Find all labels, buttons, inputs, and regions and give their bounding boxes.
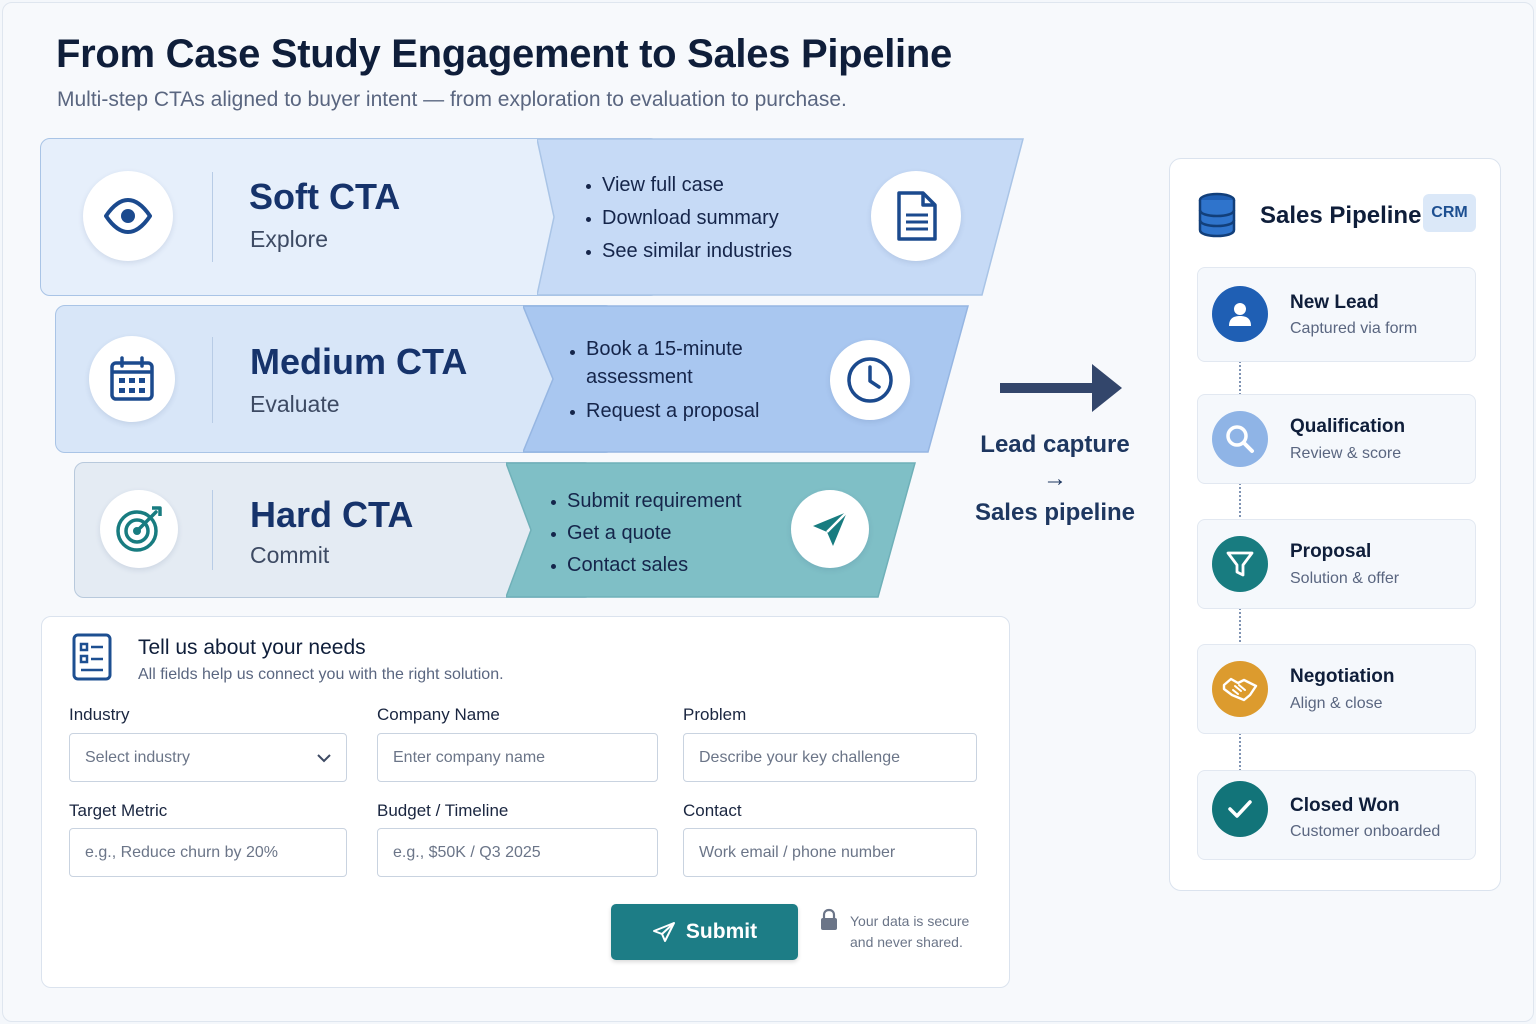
soft-cta-band[interactable]: Soft CTA Explore View full case Download… <box>40 138 1025 296</box>
problem-input[interactable]: Describe your key challenge <box>683 733 977 782</box>
stage-name: New Lead <box>1290 292 1379 313</box>
bullet-item[interactable]: View full case <box>585 169 792 202</box>
contact-label: Contact <box>683 801 742 820</box>
security-note: Your data is secure and never shared. <box>850 911 990 953</box>
pipeline-stage-new-lead[interactable]: New Lead Captured via form <box>1197 267 1476 362</box>
contact-placeholder: Work email / phone number <box>699 843 896 861</box>
pipeline-stage-proposal[interactable]: Proposal Solution & offer <box>1197 519 1476 609</box>
industry-label: Industry <box>69 705 130 724</box>
hard-cta-title: Hard CTA <box>250 494 414 535</box>
bullet-item[interactable]: Get a quote <box>550 517 742 549</box>
problem-placeholder: Describe your key challenge <box>699 748 900 766</box>
target-icon <box>100 490 178 568</box>
stage-name: Negotiation <box>1290 666 1395 687</box>
stage-connector <box>1239 349 1241 395</box>
stage-connector <box>1239 600 1241 646</box>
document-icon <box>871 171 961 261</box>
flow-arrow-icon <box>1000 364 1122 412</box>
budget-timeline-label: Budget / Timeline <box>377 801 509 820</box>
sales-pipeline-panel: Sales Pipeline CRM New Lead Captured via… <box>1169 158 1501 891</box>
bullet-item[interactable]: Download summary <box>585 202 792 235</box>
form-icon <box>72 633 112 681</box>
filter-icon <box>1212 536 1268 592</box>
company-name-input[interactable]: Enter company name <box>377 733 658 782</box>
stage-desc: Customer onboarded <box>1290 823 1441 840</box>
handshake-icon <box>1212 661 1268 717</box>
page-subtitle: Multi-step CTAs aligned to buyer intent … <box>57 88 847 111</box>
flow-caption-pipeline: Sales pipeline <box>974 499 1136 526</box>
form-subtitle: All fields help us connect you with the … <box>138 666 504 683</box>
stage-name: Proposal <box>1290 541 1372 562</box>
flow-caption-lead: Lead capture <box>980 431 1130 458</box>
contact-input[interactable]: Work email / phone number <box>683 828 977 877</box>
target-metric-label: Target Metric <box>69 801 168 820</box>
page-title: From Case Study Engagement to Sales Pipe… <box>56 32 952 76</box>
clock-icon <box>830 340 910 420</box>
problem-label: Problem <box>683 705 747 724</box>
bullet-item[interactable]: See similar industries <box>585 235 792 268</box>
company-name-label: Company Name <box>377 705 500 724</box>
calendar-icon <box>89 336 175 422</box>
needs-form: Tell us about your needs All fields help… <box>41 616 1010 988</box>
soft-cta-subtitle: Explore <box>250 226 328 252</box>
paper-plane-icon <box>791 490 869 568</box>
target-metric-placeholder: e.g., Reduce churn by 20% <box>85 843 279 861</box>
database-icon <box>1198 192 1236 238</box>
form-title: Tell us about your needs <box>138 636 366 659</box>
stage-name: Qualification <box>1290 416 1406 437</box>
pipeline-stage-closed-won[interactable]: Closed Won Customer onboarded <box>1197 770 1476 860</box>
bullet-item[interactable]: Book a 15-minute assessment <box>569 335 799 391</box>
stage-desc: Solution & offer <box>1290 570 1400 587</box>
chevron-down-icon <box>317 754 331 763</box>
send-icon <box>652 922 675 942</box>
bullet-item[interactable]: Contact sales <box>550 549 742 581</box>
pipeline-stage-negotiation[interactable]: Negotiation Align & close <box>1197 644 1476 734</box>
medium-cta-band[interactable]: Medium CTA Evaluate Book a 15-minute ass… <box>55 305 970 453</box>
hard-cta-subtitle: Commit <box>250 542 330 568</box>
industry-select[interactable]: Select industry <box>69 733 347 782</box>
stage-desc: Captured via form <box>1290 320 1418 337</box>
stage-connector <box>1239 475 1241 521</box>
eye-icon <box>83 171 173 261</box>
search-icon <box>1212 411 1268 467</box>
security-note-line2: and never shared. <box>850 934 963 950</box>
budget-timeline-input[interactable]: e.g., $50K / Q3 2025 <box>377 828 658 877</box>
soft-cta-bullets: View full case Download summary See simi… <box>585 169 792 268</box>
security-note-line1: Your data is secure <box>850 913 970 929</box>
medium-cta-subtitle: Evaluate <box>250 391 340 417</box>
soft-cta-title: Soft CTA <box>249 176 401 217</box>
target-metric-input[interactable]: e.g., Reduce churn by 20% <box>69 828 347 877</box>
pipeline-stage-qualification[interactable]: Qualification Review & score <box>1197 394 1476 484</box>
flow-caption-arrow: → <box>1043 465 1067 492</box>
check-icon <box>1212 781 1268 837</box>
stage-name: Closed Won <box>1290 795 1400 816</box>
pipeline-title: Sales Pipeline <box>1260 202 1422 229</box>
medium-cta-bullets: Book a 15-minute assessment Request a pr… <box>569 335 799 428</box>
bullet-item[interactable]: Submit requirement <box>550 485 742 517</box>
hard-cta-band[interactable]: Hard CTA Commit Submit requirement Get a… <box>74 462 917 598</box>
hard-cta-bullets: Submit requirement Get a quote Contact s… <box>550 485 742 581</box>
company-name-placeholder: Enter company name <box>393 748 546 766</box>
lock-icon <box>821 908 837 930</box>
industry-select-value: Select industry <box>85 748 190 766</box>
submit-button[interactable]: Submit <box>611 904 798 960</box>
bullet-item[interactable]: Request a proposal <box>569 395 799 428</box>
budget-timeline-placeholder: e.g., $50K / Q3 2025 <box>393 843 541 861</box>
stage-desc: Align & close <box>1290 695 1383 712</box>
stage-desc: Review & score <box>1290 445 1402 462</box>
stage-connector <box>1239 725 1241 771</box>
crm-badge: CRM <box>1423 194 1476 232</box>
submit-label: Submit <box>685 920 758 943</box>
user-icon <box>1212 286 1268 342</box>
medium-cta-title: Medium CTA <box>250 341 468 382</box>
